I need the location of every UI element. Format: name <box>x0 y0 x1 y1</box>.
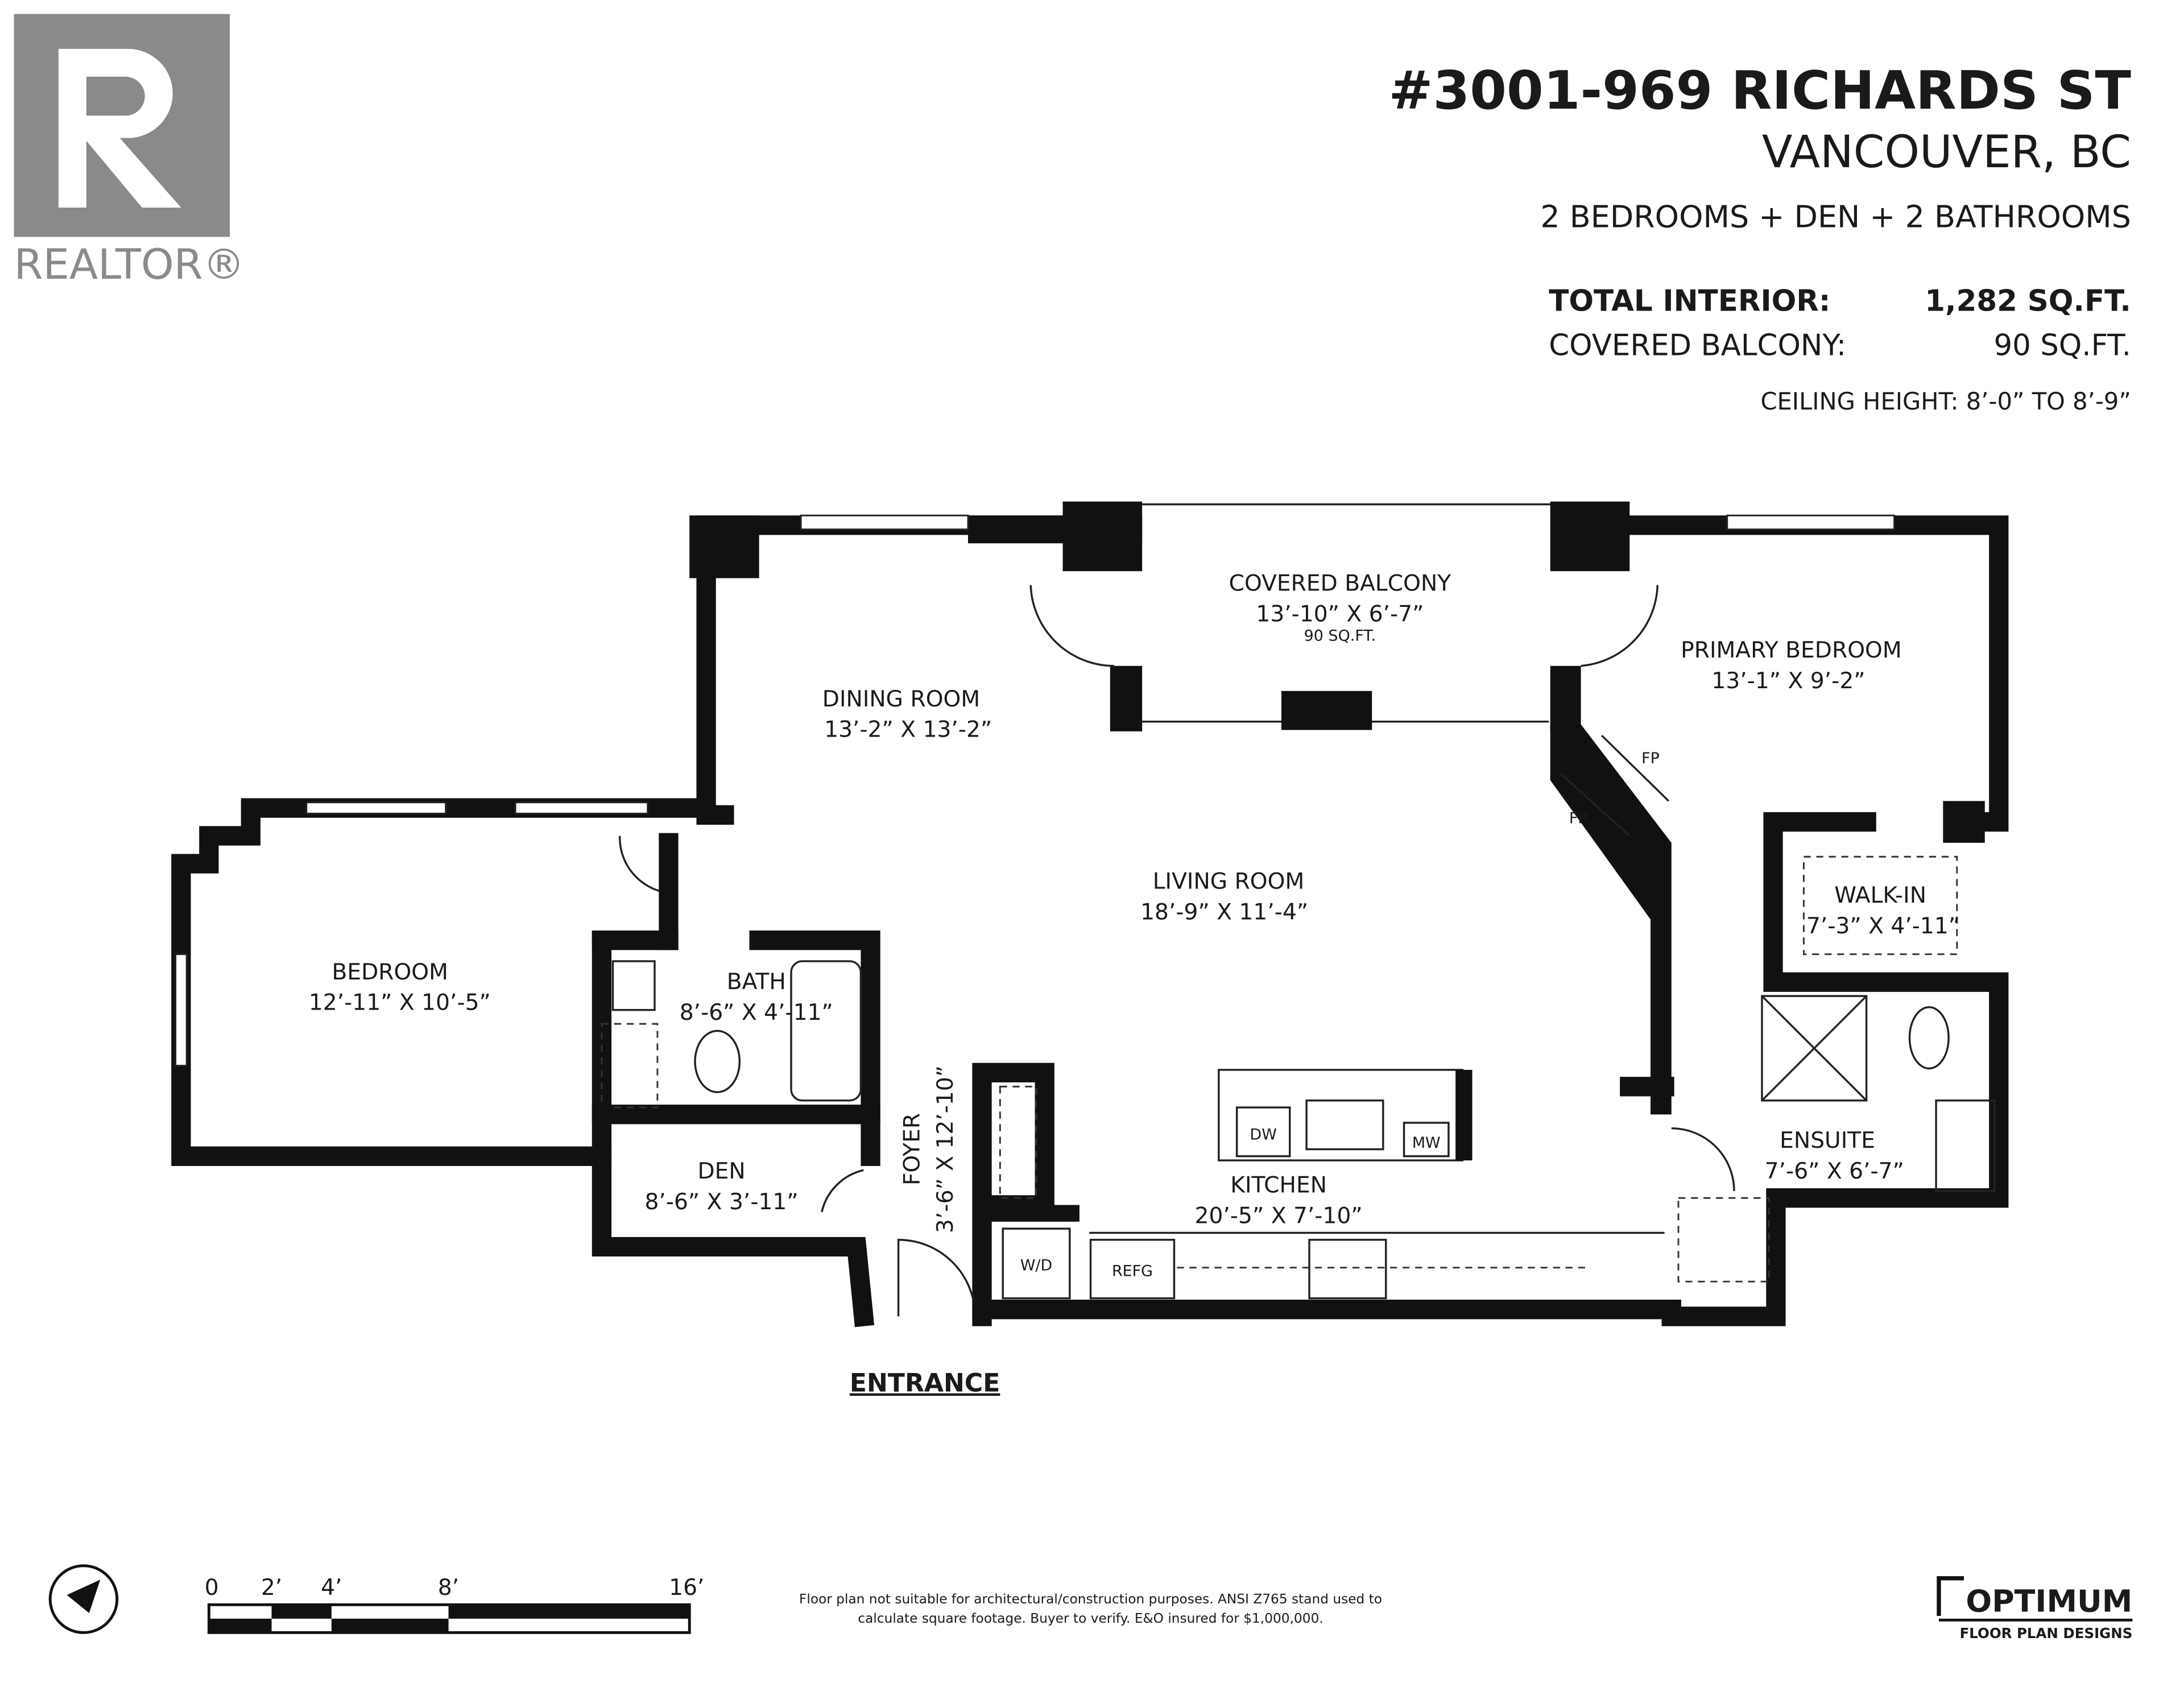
svg-text:7’-3” X 4’-11”: 7’-3” X 4’-11” <box>1806 913 1960 939</box>
svg-text:BATH: BATH <box>727 969 786 995</box>
svg-text:16’: 16’ <box>669 1575 704 1601</box>
balcony-value: 90 SQ.FT. <box>1993 329 2131 363</box>
svg-text:LIVING ROOM: LIVING ROOM <box>1153 869 1305 895</box>
microwave-label: MW <box>1412 1134 1441 1152</box>
svg-text:90 SQ.FT.: 90 SQ.FT. <box>1304 627 1376 645</box>
fridge-label: REFG <box>1112 1262 1153 1280</box>
optimum-logo: OPTIMUM FLOOR PLAN DESIGNS <box>1937 1576 2133 1641</box>
svg-text:8’-6” X 4’-11”: 8’-6” X 4’-11” <box>680 1000 833 1026</box>
dishwasher-label: DW <box>1250 1126 1277 1143</box>
svg-text:DEN: DEN <box>697 1159 745 1184</box>
svg-text:13’-10” X 6’-7”: 13’-10” X 6’-7” <box>1256 601 1424 627</box>
room-dining: DINING ROOM 13’-2” X 13’-2” <box>822 687 992 743</box>
fireplace-label: FP <box>1569 809 1587 827</box>
room-ensuite: ENSUITE 7’-6” X 6’-7” <box>1765 1128 1904 1184</box>
svg-text:FLOOR PLAN DESIGNS: FLOOR PLAN DESIGNS <box>1960 1625 2133 1641</box>
svg-text:18’-9” X 11’-4”: 18’-9” X 11’-4” <box>1140 899 1308 925</box>
svg-text:calculate square footage. Buye: calculate square footage. Buyer to verif… <box>858 1611 1323 1626</box>
svg-text:FOYER: FOYER <box>899 1113 925 1185</box>
svg-text:PRIMARY BEDROOM: PRIMARY BEDROOM <box>1681 638 1902 663</box>
realtor-logo: REALTOR® <box>14 14 245 289</box>
room-foyer: FOYER 3’-6” X 12’-10” <box>899 1065 958 1233</box>
svg-text:0: 0 <box>205 1575 219 1601</box>
svg-text:DINING ROOM: DINING ROOM <box>822 687 980 712</box>
fireplace-label: FP <box>1641 750 1660 767</box>
svg-text:ENSUITE: ENSUITE <box>1780 1128 1875 1153</box>
balcony-label: COVERED BALCONY: <box>1549 329 1846 363</box>
svg-text:8’: 8’ <box>438 1575 459 1601</box>
address: #3001-969 RICHARDS ST <box>1389 60 2131 121</box>
svg-text:8’-6” X 3’-11”: 8’-6” X 3’-11” <box>645 1189 799 1215</box>
city: VANCOUVER, BC <box>1762 126 2131 178</box>
svg-text:3’-6” X 12’-10”: 3’-6” X 12’-10” <box>933 1065 958 1233</box>
svg-text:2’: 2’ <box>261 1575 282 1601</box>
svg-text:12’-11” X 10’-5”: 12’-11” X 10’-5” <box>309 990 491 1016</box>
svg-text:WALK-IN: WALK-IN <box>1834 883 1926 908</box>
total-interior-value: 1,282 SQ.FT. <box>1925 284 2131 318</box>
svg-text:BEDROOM: BEDROOM <box>332 960 448 985</box>
room-primary-bedroom: PRIMARY BEDROOM 13’-1” X 9’-2” <box>1681 638 1902 694</box>
entrance-label: ENTRANCE <box>850 1369 1000 1398</box>
svg-text:KITCHEN: KITCHEN <box>1230 1172 1327 1198</box>
room-bedroom: BEDROOM 12’-11” X 10’-5” <box>309 960 491 1016</box>
fixture-labels: DW MW W/D REFG FP FP <box>1020 750 1660 1280</box>
room-den: DEN 8’-6” X 3’-11” <box>645 1159 799 1215</box>
svg-text:4’: 4’ <box>321 1575 342 1601</box>
washer-dryer-label: W/D <box>1020 1257 1052 1275</box>
svg-text:REALTOR®: REALTOR® <box>14 241 245 289</box>
disclaimer: Floor plan not suitable for architectura… <box>799 1591 1382 1626</box>
north-compass-icon <box>48 1564 119 1634</box>
room-living: LIVING ROOM 18’-9” X 11’-4” <box>1140 869 1308 925</box>
svg-text:COVERED BALCONY: COVERED BALCONY <box>1229 571 1451 597</box>
room-covered-balcony: COVERED BALCONY 13’-10” X 6’-7”90 SQ.FT. <box>1229 571 1451 645</box>
unit-summary: 2 BEDROOMS + DEN + 2 BATHROOMS <box>1540 199 2131 234</box>
svg-text:13’-1” X 9’-2”: 13’-1” X 9’-2” <box>1711 668 1865 694</box>
svg-text:13’-2” X 13’-2”: 13’-2” X 13’-2” <box>824 717 992 743</box>
room-bath: BATH 8’-6” X 4’-11” <box>680 969 833 1026</box>
ceiling-height: CEILING HEIGHT: 8’-0” TO 8’-9” <box>1760 387 2131 415</box>
total-interior-label: TOTAL INTERIOR: <box>1549 284 1830 318</box>
svg-text:20’-5” X 7’-10”: 20’-5” X 7’-10” <box>1195 1203 1363 1229</box>
room-walk-in: WALK-IN 7’-3” X 4’-11” <box>1806 883 1960 939</box>
svg-text:OPTIMUM: OPTIMUM <box>1966 1583 2132 1619</box>
room-kitchen: KITCHEN 20’-5” X 7’-10” <box>1195 1172 1363 1229</box>
svg-text:Floor plan not suitable for ar: Floor plan not suitable for architectura… <box>799 1591 1382 1607</box>
walls <box>171 501 2009 1328</box>
listing-header: #3001-969 RICHARDS ST VANCOUVER, BC 2 BE… <box>1389 60 2131 415</box>
svg-text:7’-6” X 6’-7”: 7’-6” X 6’-7” <box>1765 1159 1904 1184</box>
scale-bar: 0 2’ 4’ 8’ 16’ <box>205 1575 704 1634</box>
